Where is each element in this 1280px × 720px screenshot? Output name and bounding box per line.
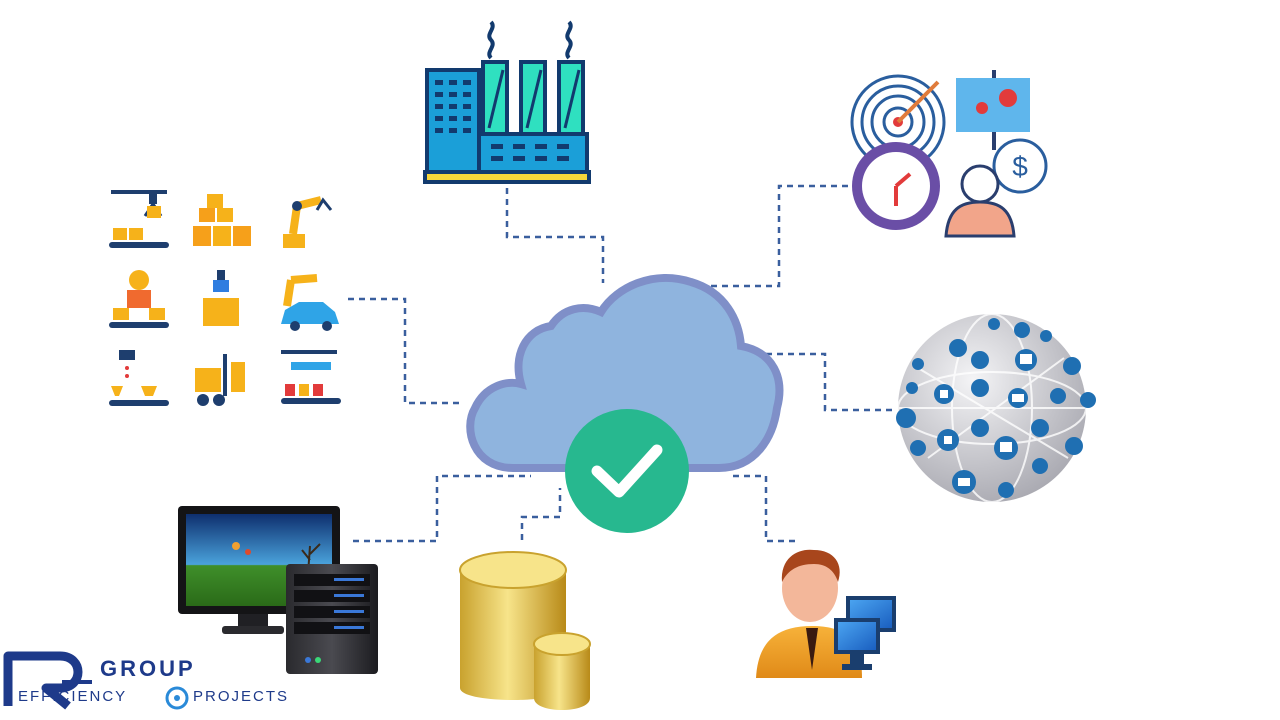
monitor-server-icon (178, 506, 378, 674)
forklift-icon (195, 354, 245, 406)
assembly-line-icon (281, 350, 341, 404)
logo-group-text: GROUP (100, 656, 196, 681)
connector-network (755, 352, 893, 412)
connector-database (520, 488, 562, 540)
target-icon (850, 74, 946, 170)
user-computer-icon (756, 549, 896, 678)
connector-strategy (708, 184, 848, 288)
connector-factory (505, 188, 605, 283)
target-clock-presenter-icon: $ (850, 70, 1048, 238)
robot-arm-icon (283, 196, 333, 248)
conveyor-claw-icon (109, 190, 169, 248)
worker-conveyor-icon (109, 270, 169, 328)
factory-icon (423, 20, 591, 184)
presenter-person-icon (944, 164, 1016, 238)
database-cylinders-icon (459, 551, 591, 710)
stacked-boxes-icon (193, 194, 251, 246)
iot-globe-icon (896, 313, 1096, 503)
logo-efficiency-text: EFFICIENCY (18, 688, 128, 705)
dispenser-conveyor-icon (109, 350, 169, 406)
connector-manufacturing (348, 297, 462, 405)
robot-car-icon (281, 274, 339, 331)
presentation-board-icon (956, 70, 1030, 150)
svg-text:$: $ (1012, 151, 1028, 182)
cloud-check-icon (466, 274, 784, 533)
clock-icon (852, 142, 940, 230)
manufacturing-icons-grid (105, 186, 345, 414)
logo-projects-text: PROJECTS (193, 688, 290, 705)
connector-operator (733, 474, 800, 543)
box-claw-icon (203, 270, 239, 326)
real-group-logo (3, 651, 189, 710)
dollar-icon: $ (992, 138, 1048, 194)
